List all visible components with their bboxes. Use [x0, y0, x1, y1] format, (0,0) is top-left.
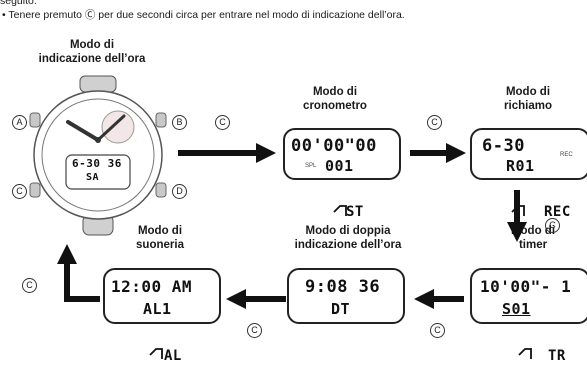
timekeeping-display-day: SA [86, 172, 100, 183]
stopwatch-display: 00'00"00 SPL 001 [283, 128, 401, 180]
button-c-label: C [12, 184, 27, 199]
stopwatch-display-time: 00'00"00 [291, 136, 377, 156]
recall-display-time: 6-30 [482, 136, 525, 156]
alarm-display: 12:00 AM AL1 [103, 268, 221, 324]
timer-indicator: TR [548, 348, 566, 364]
alarm-display-time: 12:00 AM [111, 277, 193, 296]
stopwatch-display-count: 001 [325, 157, 354, 175]
button-c-alarm-label: C [247, 323, 262, 338]
button-c-dual-time-label: C [430, 323, 445, 338]
timer-display-setting: S01 [502, 300, 531, 318]
stopwatch-indicator: ST [346, 204, 364, 220]
button-d-label: D [172, 184, 187, 199]
dual-time-display: 9:08 36 DT [287, 268, 405, 324]
timekeeping-display-time: 6-30 36 [72, 157, 122, 170]
stopwatch-split-label: SPL [305, 163, 317, 169]
recall-rec-label: REC [560, 152, 573, 158]
button-c-recall-label: C [427, 115, 442, 130]
timer-display: 10'00"- 1 S01 [470, 268, 587, 324]
alarm-indicator: AL [164, 348, 182, 364]
recall-display-record: R01 [506, 157, 535, 175]
watch-illustration [29, 75, 167, 236]
timer-display-time: 10'00"- 1 [480, 277, 572, 296]
dual-time-display-time: 9:08 36 [305, 277, 381, 297]
button-c-timer-label: C [545, 218, 560, 233]
intro-instruction: • Tenere premuto Ⓒ per due secondi circa… [2, 9, 405, 21]
alarm-display-number: AL1 [143, 300, 172, 318]
button-c-stopwatch-label: C [215, 115, 230, 130]
button-c-return-label: C [22, 278, 37, 293]
intro-line-1: seguito. [0, 0, 37, 7]
recall-display: 6-30 REC R01 [470, 128, 587, 180]
dual-time-display-label: DT [331, 300, 351, 318]
button-b-label: B [172, 115, 187, 130]
recall-indicator: REC [544, 204, 571, 220]
button-a-label: A [12, 115, 27, 130]
